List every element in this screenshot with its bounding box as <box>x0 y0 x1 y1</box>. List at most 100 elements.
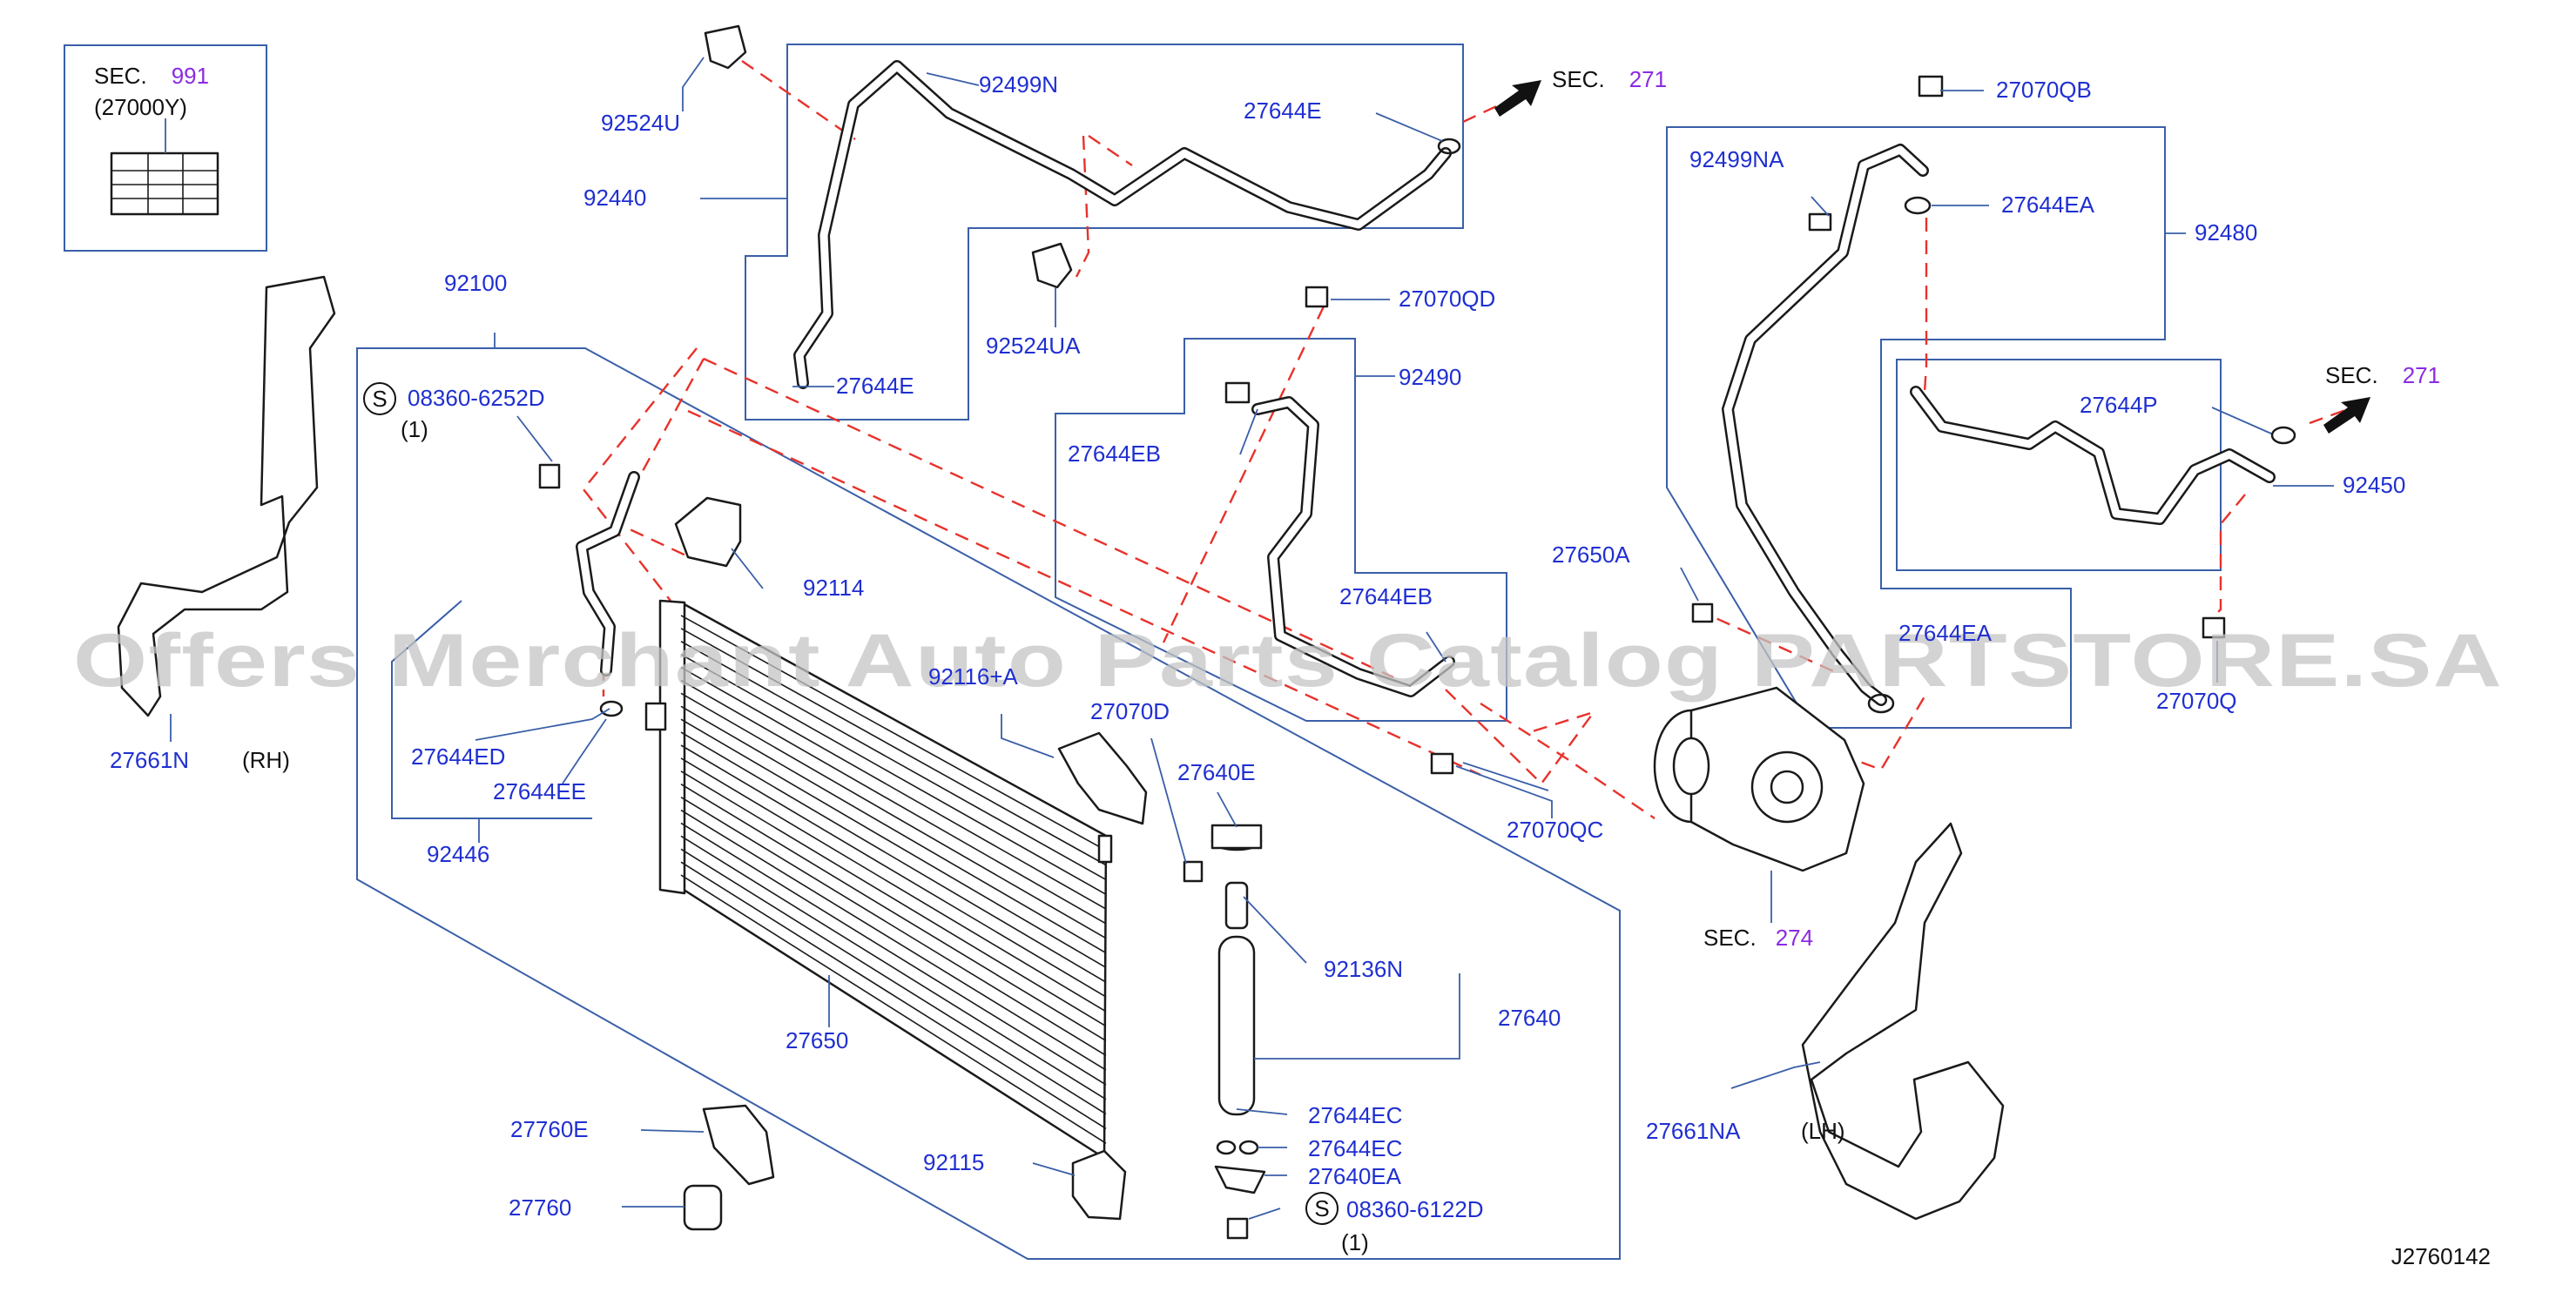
label-27644P[interactable]: 27644P <box>2080 392 2158 418</box>
compressor-icon <box>1653 686 1865 872</box>
label-27070QC[interactable]: 27070QC <box>1507 817 1603 843</box>
label-92490[interactable]: 92490 <box>1399 364 1461 390</box>
qty-bottom: (1) <box>1341 1229 1369 1255</box>
air-guide-rh <box>117 275 336 717</box>
qty-top: (1) <box>401 416 428 442</box>
label-92524UA[interactable]: 92524UA <box>986 333 1081 359</box>
condenser-fin <box>680 641 1107 881</box>
label-92100[interactable]: 92100 <box>444 270 507 296</box>
label-92116[interactable]: 92116+A <box>928 663 1019 690</box>
label-27644EB-mid[interactable]: 27644EB <box>1339 583 1433 609</box>
condenser-fin <box>680 822 1107 1086</box>
frame-92450 <box>1896 359 2222 571</box>
arrows <box>1494 80 2370 434</box>
screw-symbol-top-icon <box>363 382 396 415</box>
label-08360-6122D[interactable]: 08360-6122D <box>1346 1196 1484 1222</box>
label-92115[interactable]: 92115 <box>923 1149 984 1175</box>
screw-symbols: S S <box>363 382 1339 1225</box>
condenser-fin <box>680 718 1107 969</box>
sec991-box <box>64 44 267 252</box>
label-27661NA[interactable]: 27661NA <box>1646 1118 1741 1144</box>
bolts <box>538 75 2226 1240</box>
label-92114[interactable]: 92114 <box>803 575 864 601</box>
label-92499NA[interactable]: 92499NA <box>1689 146 1784 172</box>
diagram-id: J2760142 <box>2391 1243 2491 1269</box>
pipes <box>576 60 2276 706</box>
condenser-fin <box>680 731 1107 983</box>
label-27640E[interactable]: 27640E <box>1177 759 1256 785</box>
frame-92100 <box>356 347 1621 1260</box>
label-27644EA-mid[interactable]: 27644EA <box>1898 620 1993 646</box>
label-27661N[interactable]: 27661N <box>110 747 189 773</box>
condenser-fin <box>680 692 1107 939</box>
condenser-fin <box>680 770 1107 1027</box>
condenser-fin <box>680 835 1107 1100</box>
screw-symbol-bottom-icon <box>1305 1192 1339 1225</box>
label-27644EC-1[interactable]: 27644EC <box>1308 1102 1402 1128</box>
leader-lines <box>170 57 2334 1220</box>
condenser-fin <box>680 809 1107 1071</box>
label-27070QB[interactable]: 27070QB <box>1996 77 2092 103</box>
label-plate-icon <box>110 118 219 216</box>
condenser-fin <box>680 874 1107 1144</box>
condenser-fin <box>680 615 1107 851</box>
frame-92446 <box>391 600 592 819</box>
label-27644E-top[interactable]: 27644E <box>1244 98 1322 124</box>
label-27644EB-top[interactable]: 27644EB <box>1068 441 1161 467</box>
condenser-fin <box>680 757 1107 1013</box>
label-27644EE[interactable]: 27644EE <box>493 778 586 804</box>
condenser-fin <box>680 666 1107 910</box>
condenser-27650 <box>644 599 1113 1160</box>
o-rings <box>599 138 2296 1155</box>
label-92524U[interactable]: 92524U <box>601 110 680 136</box>
label-08360-6252D[interactable]: 08360-6252D <box>408 385 545 411</box>
sec271-right-ref[interactable]: SEC.271 <box>2325 362 2440 388</box>
sec991-ref[interactable]: SEC.991 <box>94 63 209 89</box>
frame-92490 <box>1055 338 1507 722</box>
assembly-dashed-lines <box>582 60 2349 819</box>
arrow-sec271-top-icon <box>1494 80 1541 117</box>
label-27760E[interactable]: 27760E <box>510 1116 589 1142</box>
part-labels[interactable]: 92524U 92499N 27644E 92440 92524UA 27644… <box>110 71 2405 1255</box>
sec274-ref[interactable]: SEC.274 <box>1703 925 1813 951</box>
condenser-fin <box>680 705 1107 954</box>
label-92446[interactable]: 92446 <box>427 841 489 867</box>
watermark: Offers Merchant Auto Parts Catalog PARTS… <box>73 619 2503 703</box>
label-92499N[interactable]: 92499N <box>979 71 1058 98</box>
label-27650[interactable]: 27650 <box>786 1027 848 1053</box>
label-27644EA-top[interactable]: 27644EA <box>2001 192 2095 218</box>
label-27650A[interactable]: 27650A <box>1552 542 1630 568</box>
sec271-top-ref[interactable]: SEC.271 <box>1552 66 1667 92</box>
condenser-fin <box>680 784 1107 1042</box>
condenser-fin <box>680 861 1107 1130</box>
label-92450[interactable]: 92450 <box>2343 472 2405 498</box>
label-27070D[interactable]: 27070D <box>1090 698 1170 724</box>
label-92136N[interactable]: 92136N <box>1324 956 1403 982</box>
sec991-subref: (27000Y) <box>94 94 187 120</box>
label-92440[interactable]: 92440 <box>583 185 646 211</box>
condenser-fin <box>680 653 1107 895</box>
label-27640EA[interactable]: 27640EA <box>1308 1163 1402 1189</box>
receiver-drier-27640 <box>1217 935 1256 1116</box>
label-27644E-left[interactable]: 27644E <box>836 373 914 399</box>
screw-symbol-top-letter: S <box>372 386 387 412</box>
label-27640[interactable]: 27640 <box>1498 1005 1561 1031</box>
label-27070QD[interactable]: 27070QD <box>1399 286 1495 312</box>
screw-symbol-bottom-letter: S <box>1314 1195 1329 1221</box>
condenser-fin <box>680 796 1107 1056</box>
section-refs[interactable]: SEC.991 (27000Y) SEC.271 SEC.271 SEC.274 <box>94 63 2440 951</box>
condenser-fin <box>680 628 1107 866</box>
frame-92440 <box>745 44 1464 421</box>
label-92480[interactable]: 92480 <box>2195 219 2257 246</box>
label-27644ED[interactable]: 27644ED <box>411 744 505 770</box>
label-27070Q[interactable]: 27070Q <box>2156 688 2237 714</box>
air-guide-lh <box>1801 822 2005 1221</box>
label-27760[interactable]: 27760 <box>509 1194 571 1221</box>
condenser-fin <box>680 679 1107 925</box>
condenser-fin <box>680 744 1107 998</box>
condenser-fin <box>680 848 1107 1115</box>
label-lh: (LH) <box>1801 1118 1845 1144</box>
label-27644EC-2[interactable]: 27644EC <box>1308 1135 1402 1161</box>
label-rh: (RH) <box>242 747 290 773</box>
